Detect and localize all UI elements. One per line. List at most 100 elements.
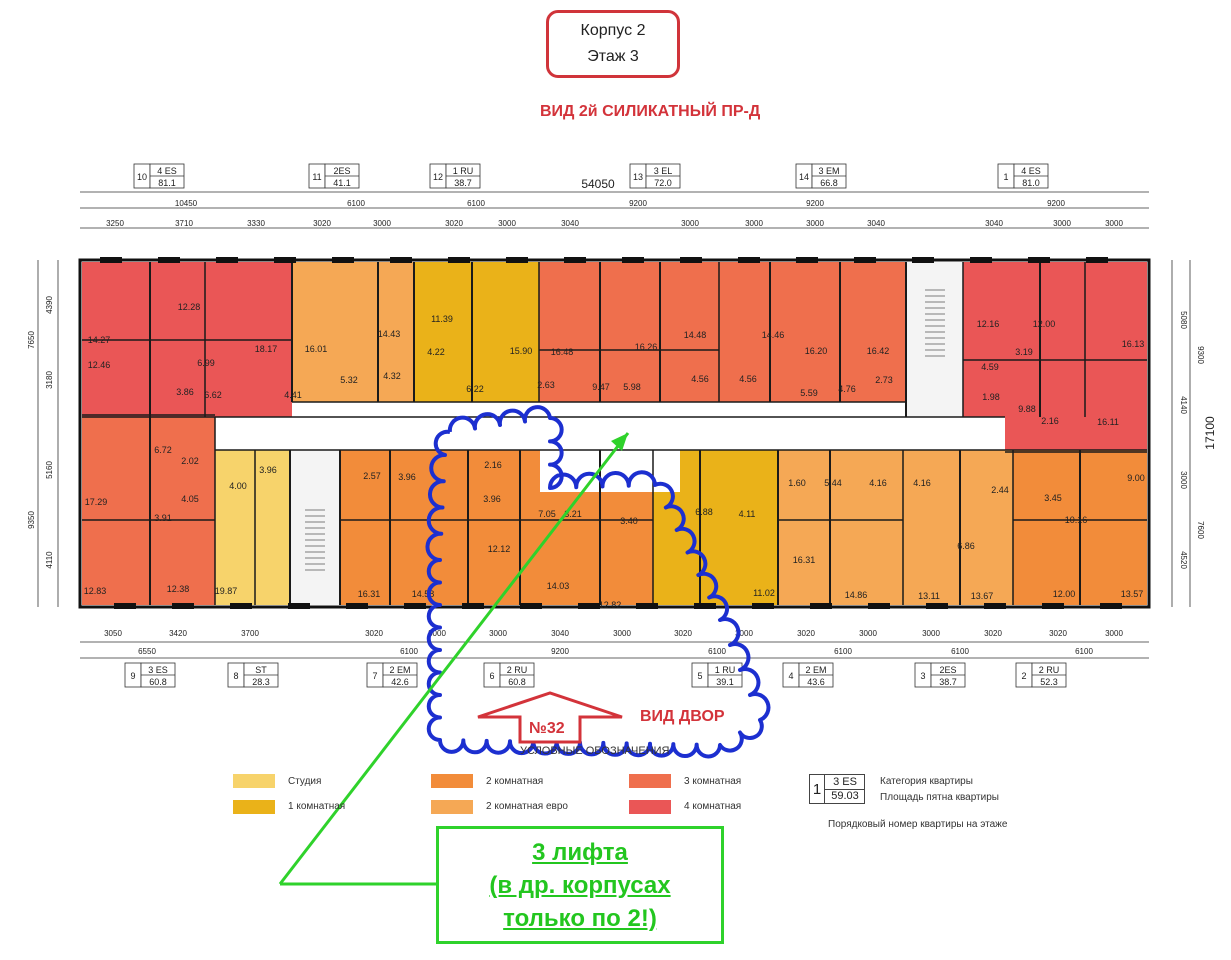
room-area-label: 16.20 [805,346,828,356]
room-area-label: 12.12 [488,544,511,554]
room-area-label: 14.03 [547,581,570,591]
note-line-1: 3 лифта [532,838,628,866]
total-length-label: 54050 [581,177,615,191]
bottom-minor-dim: 3020 [797,629,815,638]
room-area-label: 4.56 [739,374,757,384]
bottom-minor-dim: 3020 [365,629,383,638]
left-dim: 3180 [45,371,54,389]
cloud-outline [425,405,771,759]
bottom-minor-dim: 3000 [922,629,940,638]
room-area-label: 2.73 [875,375,893,385]
room-area-label: 13.11 [918,591,940,601]
apartment-area: 81.1 [158,178,176,188]
bottom-minor-dim: 3020 [674,629,692,638]
key-box: 1 3 ES 59.03 [809,774,865,804]
legend-swatch-2room-euro [431,800,473,814]
apartment-number: 10 [137,172,147,182]
top-minor-dim: 3020 [313,219,331,228]
room-area-label: 6.88 [695,507,713,517]
bottom-minor-dim: 3000 [859,629,877,638]
apartment-fill [414,262,539,402]
window-mark [172,603,194,609]
window-mark [332,257,354,263]
room-area-label: 12.82 [599,600,622,610]
elevator-note-box: 3 лифта (в др. корпусах только по 2!) [436,826,724,944]
room-area-label: 16.01 [305,344,328,354]
room-area-label: 4.16 [869,478,887,488]
red-up-arrow [477,691,623,744]
top-major-dim: 9200 [806,199,824,208]
apartment-fills [82,262,1147,605]
key-number: 1 [810,775,825,803]
room-area-label: 6.62 [204,390,222,400]
apartment-number: 3 [920,671,925,681]
room-area-label: 3.91 [154,513,172,523]
window-mark [288,603,310,609]
apartment-category: 1 RU [453,166,474,176]
bottom-minor-dim: 3420 [169,629,187,638]
room-area-label: 16.26 [635,342,658,352]
room-area-label: 3.19 [1015,347,1033,357]
key-area-caption: Площадь пятна квартиры [880,792,999,803]
room-area-label: 11.39 [431,314,453,324]
room-area-label: 14.27 [88,335,111,345]
legend-label-studio: Студия [288,776,322,787]
apartment-fill [292,262,414,402]
bottom-minor-dim: 3000 [489,629,507,638]
apartment-category: 2 EM [389,665,410,675]
room-area-label: 6.22 [466,384,484,394]
apartment-number: 6 [489,671,494,681]
right-dim: 5080 [1179,311,1188,329]
left-dim: 4390 [45,296,54,314]
apartment-fill [963,262,1147,417]
apartment-tag-top: 12 1 RU 38.7 [429,163,481,189]
apartment-area: 81.0 [1022,178,1040,188]
room-area-label: 16.31 [358,589,381,599]
apartment-number: 12 [433,172,443,182]
legend-label-3room: 3 комнатная [684,776,742,787]
left-dim: 4110 [45,551,54,569]
room-area-label: 9.47 [592,382,610,392]
total-depth-label: 17100 [1203,416,1217,450]
window-mark [448,257,470,263]
window-mark [680,257,702,263]
room-area-label: 12.38 [167,584,190,594]
room-area-label: 5.59 [800,388,818,398]
window-mark [1028,257,1050,263]
apartment-area: 43.6 [807,677,825,687]
top-minor-dim: 3710 [175,219,193,228]
window-mark [622,257,644,263]
room-area-label: 14.43 [378,329,401,339]
legend-label-1room: 1 комнатная [288,801,346,812]
apartment-area: 38.7 [454,178,472,188]
apartment-fill [1005,417,1147,452]
bottom-major-dim: 9200 [551,647,569,656]
window-mark [404,603,426,609]
bottom-major-dim: 6100 [1075,647,1093,656]
window-mark [390,257,412,263]
top-major-dim: 6100 [467,199,485,208]
room-area-label: 18.17 [255,344,278,354]
room-area-label: 2.44 [991,485,1009,495]
yard-view-label: ВИД ДВОР [640,708,725,725]
window-mark [462,603,484,609]
apartment-area: 60.8 [149,677,167,687]
room-area-label: 3.45 [1044,493,1062,503]
legend-title: УСЛОВНЫЕ ОБОЗНАЧЕНИЯ [520,745,670,757]
window-mark [752,603,774,609]
stair-core-fill [290,450,340,605]
room-area-label: 5.44 [824,478,842,488]
walls [78,257,1151,609]
window-mark [1086,257,1108,263]
window-mark [970,257,992,263]
building-number-marker: №32 [529,720,565,737]
room-area-label: 3.96 [483,494,501,504]
window-mark [984,603,1006,609]
